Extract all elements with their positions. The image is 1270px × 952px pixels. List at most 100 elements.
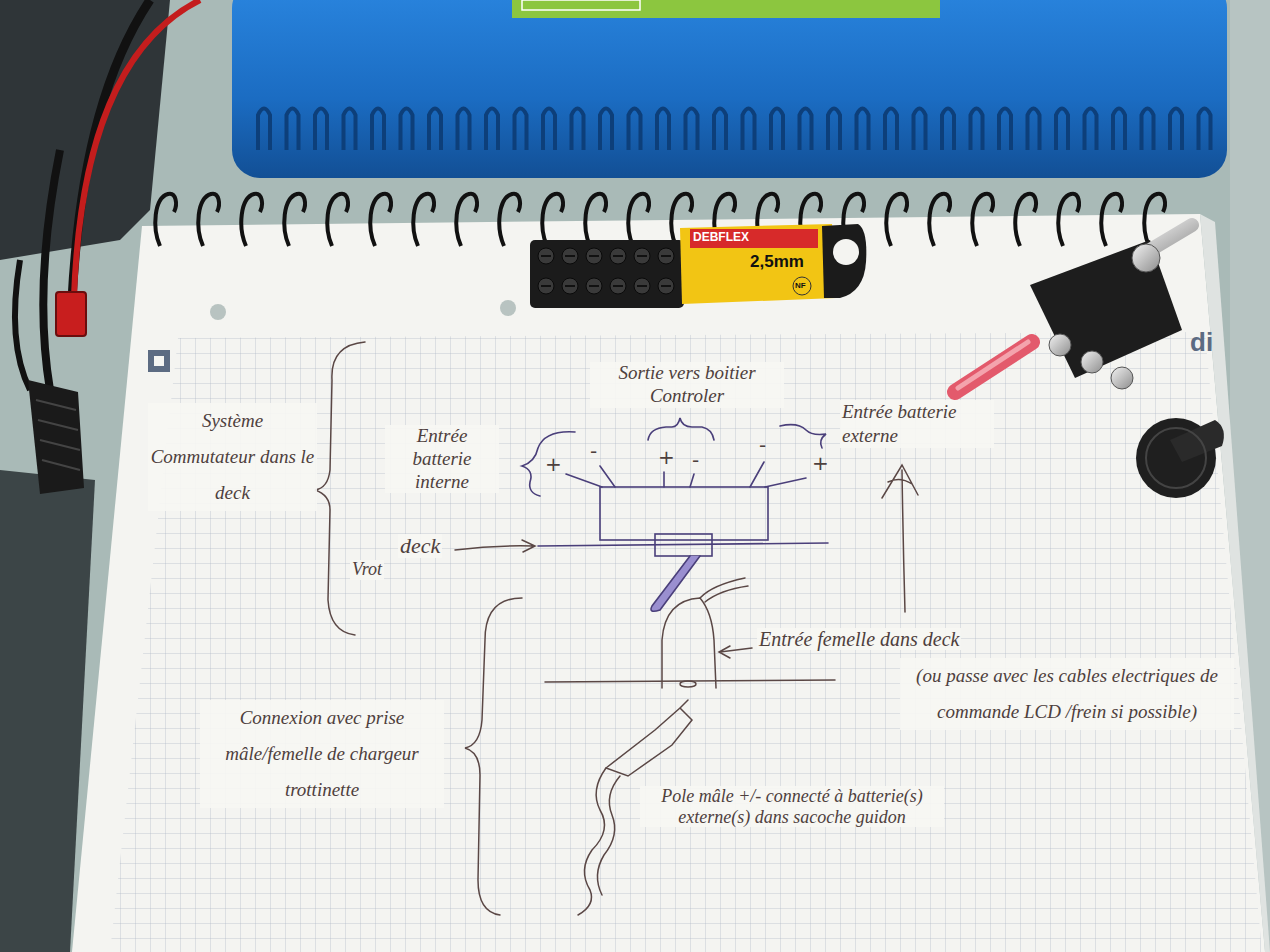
screw-slot [637,285,647,287]
arrow [882,465,918,612]
toggle-screw [1081,351,1103,373]
crimp-connector [955,342,1032,392]
spiral-ring [413,194,434,246]
battery-cell [486,109,498,151]
logo [154,356,164,366]
group-note: Système Commutateur dans le deck [148,403,317,511]
brace [780,425,826,448]
spiral-ring [198,194,219,246]
battery-cell [315,109,327,151]
battery-cell [999,109,1011,151]
pin-sign: + [810,452,831,474]
sketch [522,418,828,611]
part-note: Entrée femelle dans deck [757,628,961,650]
toggle-nut [1132,244,1160,272]
screw [634,248,650,264]
battery-cell [1028,109,1040,151]
brace [315,342,365,635]
battery-cell [458,109,470,151]
part-note: Pole mâle +/- connecté à batterie(s) ext… [640,786,944,827]
spiral-binding [155,194,1165,246]
screw-slot [565,255,575,257]
screw [562,248,578,264]
battery-cell [258,109,270,151]
screw-slot [613,255,623,257]
switch-lever [651,556,700,611]
deck-line [538,543,828,546]
battery-cell [942,109,954,151]
screw [634,278,650,294]
pin-sign: - [588,440,599,462]
battery-cell [1085,109,1097,151]
battery-cell [1113,109,1125,151]
battery-cell [600,109,612,151]
logo-text: di [1190,328,1213,357]
screw-slot [613,285,623,287]
spiral-ring [628,194,649,246]
battery-cell [629,109,641,151]
screw-head [634,278,650,294]
battery-cell [657,109,669,151]
cert-mark: NF [795,281,806,291]
toggle-switch-body [1030,240,1182,378]
toggle-boot [1170,420,1224,462]
spiral-ring [327,194,348,246]
battery-label [512,0,940,18]
black-connector [28,380,84,494]
plug-wire [578,768,620,915]
battery-cell [372,109,384,151]
screw-slot [589,255,599,257]
battery-cell [885,109,897,151]
brace [522,432,575,496]
screw-slot [661,255,671,257]
black-cable [15,260,30,390]
socket-hole [680,681,696,687]
spiral-ring [886,194,907,246]
screw-head [538,278,554,294]
battery-cell [344,109,356,151]
side-note: (ou passe avec les cables electriques de… [900,658,1234,730]
toggle-boot [1146,428,1206,488]
screw-head [658,248,674,264]
part-note: Vrot [350,560,384,580]
screw-slot [589,285,599,287]
group-note: Connexion avec prise mâle/femelle de cha… [200,700,444,808]
logo [148,350,170,372]
switch-sketch [600,487,768,540]
screw [658,278,674,294]
screw-head [586,278,602,294]
dark-corner [0,0,170,260]
pin-group-note: Entrée batterie interne [385,425,499,493]
spiral-ring [1101,194,1122,246]
spiral-ring [1058,194,1079,246]
grid [100,330,1270,952]
toggle-screw [1049,334,1071,356]
wire-size: 2,5mm [750,252,804,272]
battery-cell [572,109,584,151]
spiral-ring [929,194,950,246]
screw-head [562,248,578,264]
screw-head [634,248,650,264]
battery-cell [1142,109,1154,151]
screw-slot [541,285,551,287]
screw [658,248,674,264]
screw-head [562,278,578,294]
pin-lines [566,462,806,487]
screw-slot [565,285,575,287]
battery-cell [914,109,926,151]
spiral-ring [499,194,520,246]
screw-slot [541,255,551,257]
screw [586,278,602,294]
screw [610,248,626,264]
brace [648,418,714,440]
battery-cell [771,109,783,151]
battery-cell [515,109,527,151]
brand-name: DEBFLEX [693,230,749,246]
battery-cell [429,109,441,151]
battery-cell [971,109,983,151]
screw-slot [661,285,671,287]
crimp-connector [958,342,1028,388]
battery-cell [1170,109,1182,151]
spiral-ring [585,194,606,246]
tab-hole [833,239,859,265]
